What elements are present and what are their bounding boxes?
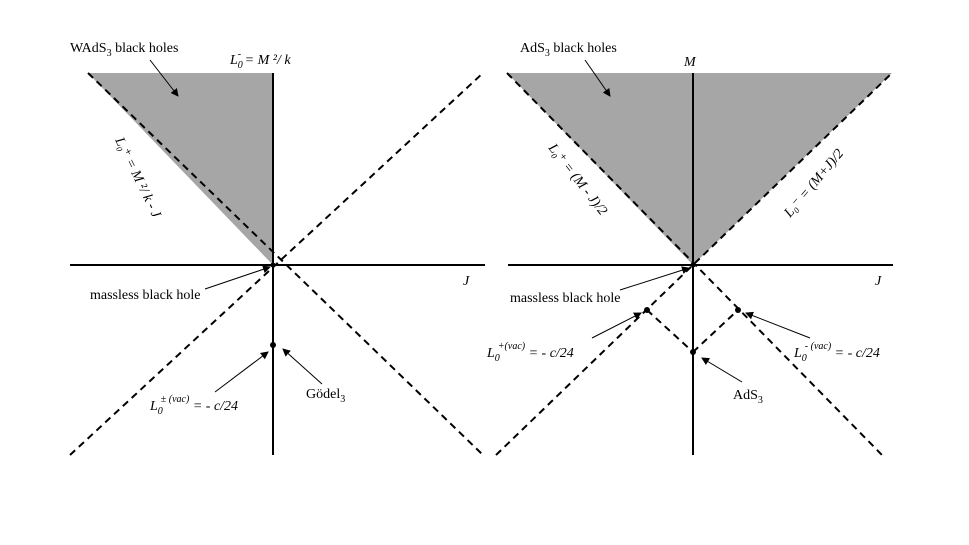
left-vacuum-point	[270, 342, 276, 348]
wads3-region-label: WAdS3 black holes	[70, 41, 178, 59]
right-vac-right-label: L0- (vac) = - c/24	[793, 341, 880, 364]
right-vac-left-point	[644, 307, 650, 313]
godel3-label: Gödel3	[306, 387, 345, 405]
left-dashed-diagonal-2	[69, 72, 484, 456]
left-panel: WAdS3 black holes L0- = M ²/ k L₀⁺ = M ²…	[69, 41, 485, 456]
right-vac-dashed-right	[692, 309, 739, 353]
right-ads3-point	[690, 349, 696, 355]
left-vacuum-label: L0± (vac) = - c/24	[149, 394, 238, 417]
left-massless-label: massless black hole	[90, 288, 200, 303]
left-dashed-diagonal-1	[87, 72, 484, 456]
right-dashed-diagonal-2	[495, 72, 893, 456]
right-massless-point	[690, 262, 696, 268]
right-vac-left-arrow	[591, 312, 642, 339]
ads3-arrow	[584, 59, 611, 97]
wads3-black-hole-region	[88, 73, 273, 265]
right-m-axis-label: M	[683, 55, 697, 70]
godel3-arrow	[282, 348, 323, 385]
ads3-point-arrow	[701, 357, 743, 383]
left-massless-arrow	[204, 265, 271, 290]
wads3-arrow	[149, 59, 179, 97]
left-diagonal-label: L₀⁺ = M ²/ k - J	[111, 134, 164, 221]
right-x-axis-label: J	[875, 274, 882, 289]
right-vac-right-point	[735, 307, 741, 313]
right-vac-right-arrow	[745, 311, 811, 339]
left-top-axis-label: L0- = M ²/ k	[229, 49, 291, 71]
left-x-axis-label: J	[463, 274, 470, 289]
ads3-black-hole-region	[507, 73, 892, 265]
right-massless-arrow	[619, 266, 690, 291]
left-vacuum-arrow	[214, 351, 269, 393]
right-panel: AdS3 black holes M L₀⁺ = (M - J)/2 L₀⁻ =…	[486, 41, 893, 456]
ads3-point-label: AdS3	[733, 388, 763, 406]
right-massless-label: massless black hole	[510, 291, 620, 306]
right-vac-left-label: L0+(vac) = - c/24	[486, 341, 574, 364]
right-vac-dashed-left	[646, 309, 694, 353]
ads3-region-label: AdS3 black holes	[520, 41, 617, 59]
left-massless-point	[270, 262, 276, 268]
